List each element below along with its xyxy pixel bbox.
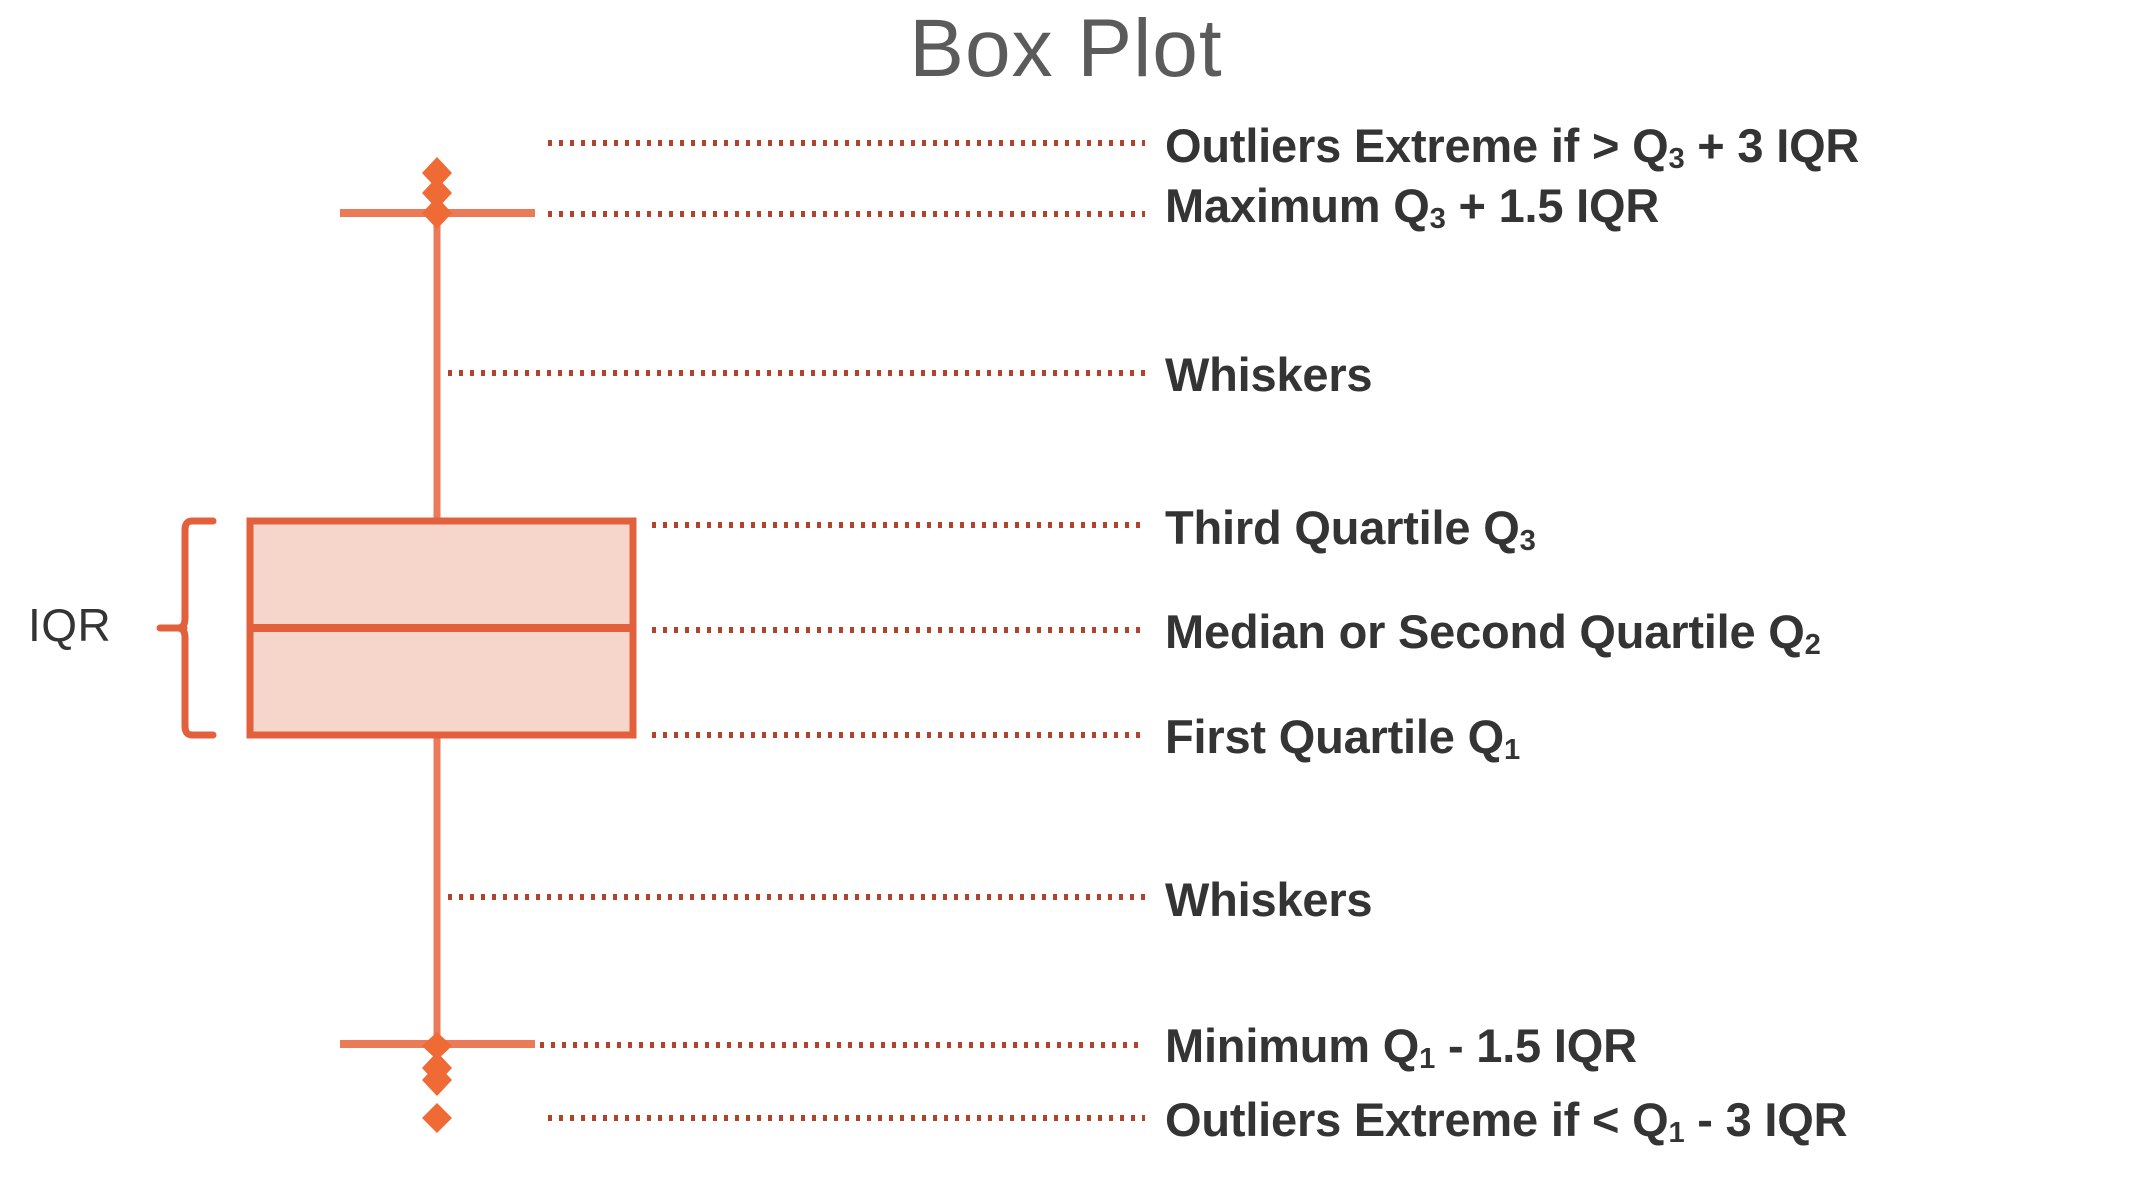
label-outliers-upper: Outliers Extreme if > Q3 + 3 IQR xyxy=(1165,118,1860,176)
label-minimum-prefix: Minimum Q xyxy=(1165,1019,1420,1072)
label-maximum-suffix: + 1.5 IQR xyxy=(1445,179,1660,232)
label-third-quartile: Third Quartile Q3 xyxy=(1165,500,1536,558)
label-outliers-upper-suffix: + 3 IQR xyxy=(1684,119,1860,172)
label-minimum: Minimum Q1 - 1.5 IQR xyxy=(1165,1018,1637,1076)
label-maximum: Maximum Q3 + 1.5 IQR xyxy=(1165,178,1660,236)
iqr-bracket-icon xyxy=(156,517,217,739)
label-maximum-prefix: Maximum Q xyxy=(1165,179,1430,232)
leader-first-quartile xyxy=(652,732,1145,738)
label-whiskers-lower-prefix: Whiskers xyxy=(1165,873,1373,926)
leader-outliers-upper xyxy=(548,140,1145,146)
label-whiskers-upper: Whiskers xyxy=(1165,347,1373,402)
label-first-quartile-sub: 1 xyxy=(1503,734,1520,767)
page-title: Box Plot xyxy=(909,3,1223,94)
outlier-markers-lower xyxy=(422,1032,452,1133)
label-minimum-suffix: - 1.5 IQR xyxy=(1435,1019,1637,1072)
label-outliers-upper-prefix: Outliers Extreme if > Q xyxy=(1165,119,1669,172)
label-outliers-lower-suffix: - 3 IQR xyxy=(1684,1093,1848,1146)
leader-outliers-lower xyxy=(548,1115,1145,1121)
label-first-quartile-prefix: First Quartile Q xyxy=(1165,710,1504,763)
label-maximum-sub: 3 xyxy=(1429,203,1446,236)
label-median-prefix: Median or Second Quartile Q xyxy=(1165,605,1805,658)
label-whiskers-lower: Whiskers xyxy=(1165,872,1373,927)
label-whiskers-upper-prefix: Whiskers xyxy=(1165,348,1373,401)
label-first-quartile: First Quartile Q1 xyxy=(1165,709,1520,767)
label-outliers-lower-sub: 1 xyxy=(1668,1117,1685,1150)
outlier-markers-upper xyxy=(422,157,452,229)
label-outliers-lower-prefix: Outliers Extreme if < Q xyxy=(1165,1093,1669,1146)
leader-third-quartile xyxy=(652,522,1145,528)
label-median-sub: 2 xyxy=(1804,629,1821,662)
leader-median xyxy=(652,627,1145,633)
label-median: Median or Second Quartile Q2 xyxy=(1165,604,1821,662)
label-third-quartile-sub: 3 xyxy=(1519,525,1536,558)
label-outliers-lower: Outliers Extreme if < Q1 - 3 IQR xyxy=(1165,1092,1848,1150)
leader-minimum xyxy=(540,1042,1145,1048)
leader-maximum xyxy=(548,211,1145,217)
label-outliers-upper-sub: 3 xyxy=(1668,143,1685,176)
label-third-quartile-prefix: Third Quartile Q xyxy=(1165,501,1520,554)
label-minimum-sub: 1 xyxy=(1419,1043,1436,1076)
iqr-label: IQR xyxy=(28,599,112,651)
leader-whiskers-lower xyxy=(448,894,1145,900)
leader-whiskers-upper xyxy=(448,370,1145,376)
